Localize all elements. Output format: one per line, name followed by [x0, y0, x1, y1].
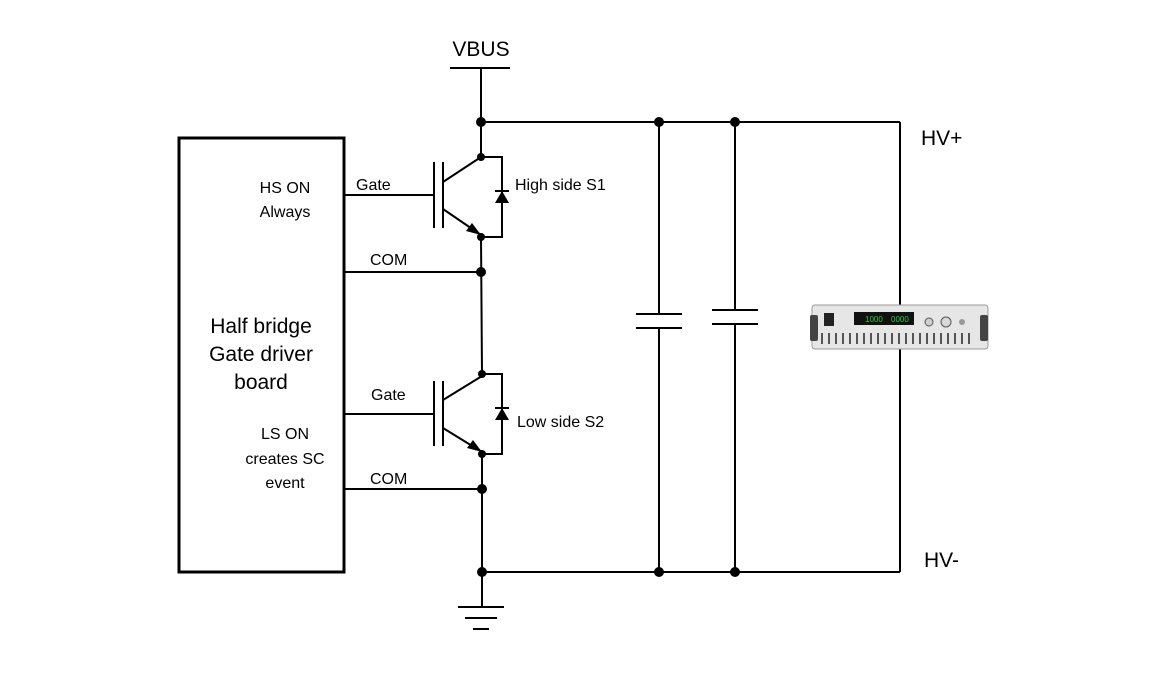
ls-on-line1: LS ON — [261, 426, 309, 443]
junction-dot — [477, 153, 485, 161]
hs-diode-icon — [495, 191, 509, 203]
com-label-ls: COM — [370, 471, 407, 488]
com-label-hs: COM — [370, 252, 407, 269]
low-side-label: Low side S2 — [517, 414, 604, 431]
igbt-high-side — [433, 156, 509, 238]
mid-node-lead — [480, 236, 483, 375]
board-title-line2: Gate driver — [209, 343, 313, 366]
display-left: 1000 — [865, 315, 883, 324]
junction-dot — [477, 484, 487, 494]
hs-on-line1: HS ON — [260, 180, 311, 197]
ls-on-line2: creates SC — [245, 451, 324, 468]
display-right: 0000 — [891, 315, 909, 324]
junction-dot — [478, 450, 486, 458]
wires — [344, 67, 901, 630]
junction-dot — [477, 567, 487, 577]
junction-dot — [654, 117, 664, 127]
gate-label-ls: Gate — [371, 387, 406, 404]
board-title-line1: Half bridge — [210, 315, 312, 338]
hs-emitter-arrow — [466, 223, 481, 235]
junction-dot — [730, 567, 740, 577]
igbt-low-side — [433, 373, 509, 455]
hs-collector — [442, 156, 482, 183]
ls-diode-icon — [495, 408, 509, 420]
hv-plus-label: HV+ — [921, 127, 962, 150]
junction-dot — [730, 117, 740, 127]
power-supply-icon: 1000 0000 — [810, 304, 989, 350]
junction-dot — [476, 267, 486, 277]
hs-on-line2: Always — [260, 204, 311, 221]
ls-on-line3: event — [265, 475, 305, 492]
junction-dot — [476, 117, 486, 127]
junction-dot — [654, 567, 664, 577]
vbus-label: VBUS — [452, 38, 509, 61]
board-title-line3: board — [234, 371, 288, 394]
junction-dot — [478, 370, 486, 378]
gate-label-hs: Gate — [356, 177, 391, 194]
hv-minus-label: HV- — [924, 549, 959, 572]
ls-emitter-arrow — [467, 440, 482, 452]
junction-dots — [476, 117, 740, 577]
junction-dot — [477, 233, 485, 241]
high-side-label: High side S1 — [515, 177, 606, 194]
ls-collector — [442, 375, 483, 401]
gate-driver-board — [177, 136, 346, 574]
